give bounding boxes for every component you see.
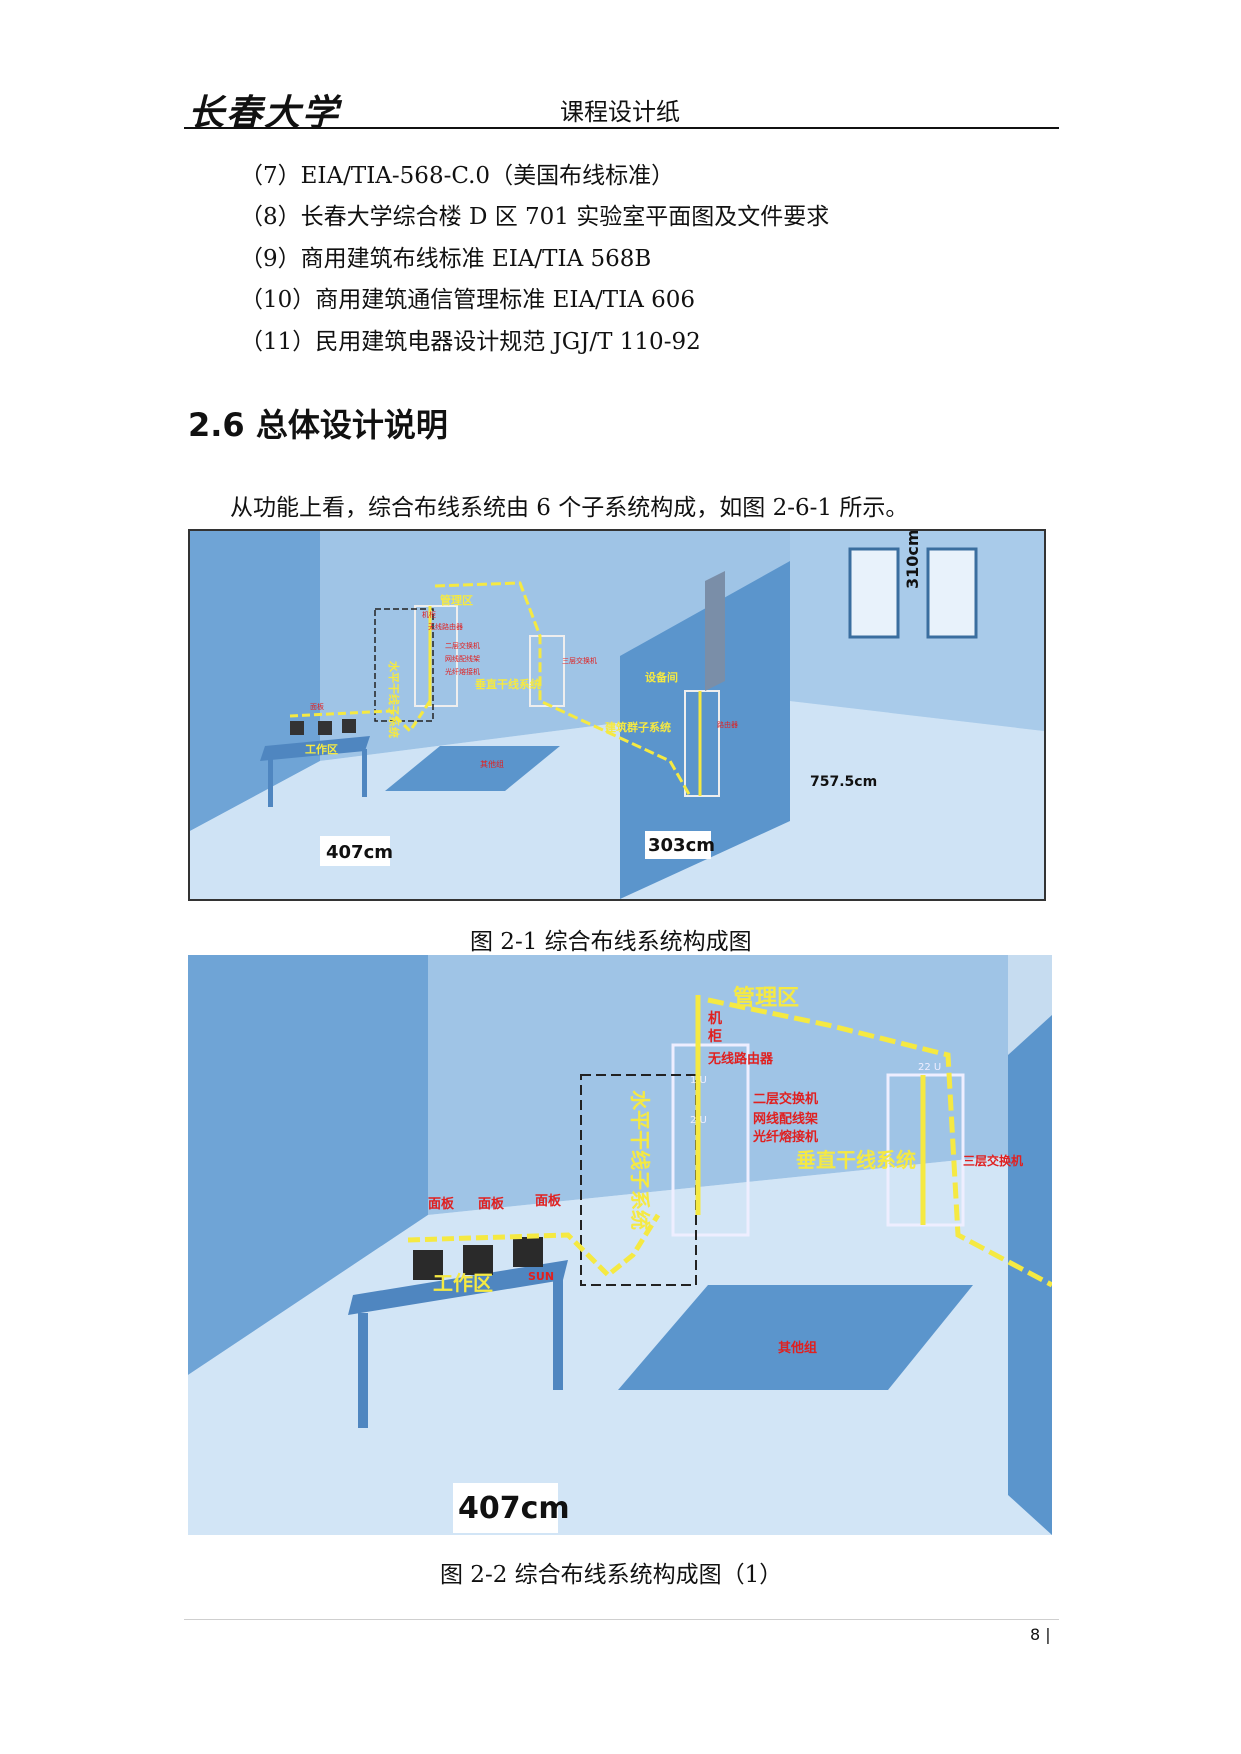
reference-item: （10）商用建筑通信管理标准 EIA/TIA 606 bbox=[240, 285, 695, 315]
label-room-width: 407cm bbox=[326, 842, 393, 863]
figure-cabling-detail: 管理区 机 柜 无线路由器 1 U 2 U 22 U 二层交换机 网线配线架 光… bbox=[188, 955, 1052, 1535]
page-number: 8 | bbox=[1030, 1625, 1051, 1644]
figure-cabling-overview: 管理区 水平干线子系统 工作区 垂直干线系统 设备间 建筑群子系统 其他组 三层… bbox=[188, 529, 1046, 901]
label-cabinet: 机柜 bbox=[422, 610, 436, 619]
cabling-overview-diagram: 管理区 水平干线子系统 工作区 垂直干线系统 设备间 建筑群子系统 其他组 三层… bbox=[190, 531, 1044, 899]
label-panel: 面板 bbox=[535, 1193, 562, 1209]
label-fiber-splice: 光纤熔接机 bbox=[445, 667, 480, 676]
label-vertical-subsystem: 垂直干线系统 bbox=[796, 1148, 916, 1172]
label-building-subsystem: 建筑群子系统 bbox=[605, 720, 671, 734]
label-management-area: 管理区 bbox=[733, 985, 799, 1011]
label-work-area: 工作区 bbox=[433, 1271, 493, 1295]
label-cabinet-2: 柜 bbox=[708, 1028, 722, 1045]
label-room-width: 407cm bbox=[458, 1491, 570, 1526]
label-other-group: 其他组 bbox=[778, 1340, 817, 1356]
label-l3-switch: 三层交换机 bbox=[562, 656, 597, 665]
reference-item: （8）长春大学综合楼 D 区 701 实验室平面图及文件要求 bbox=[240, 202, 829, 232]
label-router: 路由器 bbox=[717, 720, 738, 729]
label-sun: SUN bbox=[528, 1270, 554, 1283]
label-fiber-splice: 光纤熔接机 bbox=[752, 1129, 818, 1145]
label-horizontal-subsystem: 水平干线子系统 bbox=[387, 661, 401, 738]
header-rule bbox=[184, 127, 1059, 129]
label-vertical-subsystem: 垂直干线系统 bbox=[475, 677, 541, 691]
label-height-dimension: 310cm bbox=[903, 531, 922, 589]
label-l3-switch: 三层交换机 bbox=[963, 1153, 1023, 1168]
label-other-group: 其他组 bbox=[480, 759, 504, 769]
label-panel: 面板 bbox=[478, 1196, 505, 1212]
footer-rule bbox=[184, 1619, 1059, 1620]
header-title: 课程设计纸 bbox=[560, 92, 680, 127]
label-rack-unit-2: 2 U bbox=[690, 1115, 707, 1126]
label-patch-panel: 网线配线架 bbox=[445, 654, 480, 663]
label-horizontal-subsystem: 水平干线子系统 bbox=[628, 1090, 652, 1230]
reference-item: （9）商用建筑布线标准 EIA/TIA 568B bbox=[240, 244, 651, 274]
label-rack-unit-22: 22 U bbox=[918, 1062, 941, 1073]
label-panel: 面板 bbox=[428, 1196, 455, 1212]
label-l2-switch: 二层交换机 bbox=[753, 1091, 818, 1107]
label-wifi-router: 无线路由器 bbox=[707, 1051, 774, 1067]
label-wifi-router: 无线路由器 bbox=[428, 622, 463, 631]
reference-item: （7）EIA/TIA-568-C.0（美国布线标准） bbox=[240, 161, 674, 191]
cabling-detail-diagram: 管理区 机 柜 无线路由器 1 U 2 U 22 U 二层交换机 网线配线架 光… bbox=[188, 955, 1052, 1535]
label-patch-panel: 网线配线架 bbox=[753, 1111, 818, 1127]
label-cabinet-1: 机 bbox=[708, 1010, 722, 1027]
label-work-area: 工作区 bbox=[305, 742, 338, 756]
figure1-caption: 图 2-1 综合布线系统构成图 bbox=[470, 922, 752, 956]
label-room-depth: 757.5cm bbox=[810, 774, 877, 790]
intro-paragraph: 从功能上看，综合布线系统由 6 个子系统构成，如图 2-6-1 所示。 bbox=[230, 488, 908, 522]
label-l2-switch: 二层交换机 bbox=[445, 641, 480, 650]
section-heading: 2.6 总体设计说明 bbox=[188, 400, 448, 446]
reference-item: （11）民用建筑电器设计规范 JGJ/T 110-92 bbox=[240, 327, 701, 357]
label-equipment-room: 设备间 bbox=[645, 670, 678, 684]
figure2-caption: 图 2-2 综合布线系统构成图（1） bbox=[440, 1555, 782, 1589]
label-rack-unit-1: 1 U bbox=[690, 1075, 707, 1086]
label-panel: 面板 bbox=[310, 702, 324, 711]
label-room-mid: 303cm bbox=[648, 835, 715, 856]
label-management-area: 管理区 bbox=[440, 593, 473, 607]
